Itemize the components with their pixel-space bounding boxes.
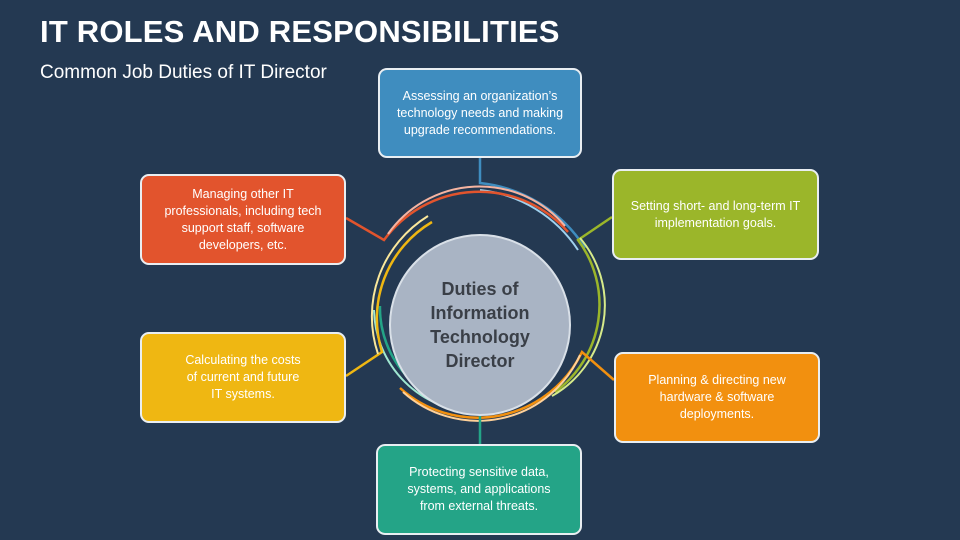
duty-text: Managing other IT professionals, includi… (164, 186, 322, 252)
duty-text: Planning & directing new hardware & soft… (648, 373, 786, 421)
duty-text: Calculating the costs of current and fut… (185, 353, 301, 401)
page-subtitle: Common Job Duties of IT Director (40, 62, 327, 83)
connector-orange-inner (402, 354, 581, 422)
connector-green-inner (551, 237, 606, 397)
duty-box-assessing-needs: Assessing an organization’s technology n… (378, 68, 582, 158)
connector-yellow-inner (370, 215, 429, 355)
center-label: Duties of Information Technology Directo… (430, 279, 530, 371)
duty-text: Protecting sensitive data, systems, and … (407, 465, 551, 513)
connector-green (554, 215, 613, 394)
duty-box-protecting-data: Protecting sensitive data, systems, and … (376, 444, 582, 535)
duty-box-calculating-costs: Calculating the costs of current and fut… (140, 332, 346, 423)
page-title: IT ROLES AND RESPONSIBILITIES (40, 14, 560, 49)
duty-box-managing-professionals: Managing other IT professionals, includi… (140, 174, 346, 265)
connector-red-inner (387, 185, 566, 235)
duty-box-planning-deployments: Planning & directing new hardware & soft… (614, 352, 820, 443)
connector-yellow (345, 220, 433, 378)
center-circle: Duties of Information Technology Directo… (389, 234, 571, 416)
duty-text: Assessing an organization’s technology n… (396, 88, 564, 137)
duty-text: Setting short- and long-term IT implemen… (630, 198, 801, 230)
duty-box-setting-goals: Setting short- and long-term IT implemen… (612, 169, 819, 260)
connector-red (345, 190, 569, 242)
